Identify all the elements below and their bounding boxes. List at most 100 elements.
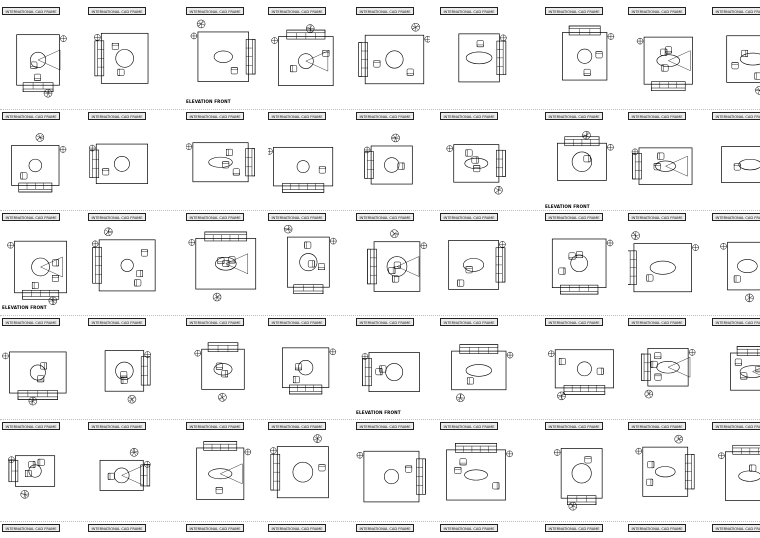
living-room-plan — [562, 25, 615, 81]
living-room-plan — [271, 24, 334, 86]
frame-tag: INTERNATIONAL CAD FRAME — [440, 213, 498, 221]
living-room-plan — [367, 229, 428, 292]
frame-tag: INTERNATIONAL CAD FRAME — [545, 7, 603, 15]
frame-tag: INTERNATIONAL CAD FRAME — [268, 112, 326, 120]
frame-tag: INTERNATIONAL CAD FRAME — [186, 7, 244, 15]
frame-tag: INTERNATIONAL CAD FRAME — [440, 422, 498, 430]
frame-tag: INTERNATIONAL CAD FRAME — [356, 524, 414, 532]
frame-tag: INTERNATIONAL CAD FRAME — [628, 422, 686, 430]
drawing-caption: ELEVATION FRONT — [186, 99, 231, 104]
living-room-plan — [194, 342, 245, 402]
living-room-plan — [186, 142, 255, 183]
frame-tag: INTERNATIONAL CAD FRAME — [2, 112, 60, 120]
frame-tag: INTERNATIONAL CAD FRAME — [356, 318, 414, 326]
living-room-plan — [446, 144, 506, 195]
frame-tag: INTERNATIONAL CAD FRAME — [712, 524, 760, 532]
frame-tag: INTERNATIONAL CAD FRAME — [2, 524, 60, 532]
frame-tag: INTERNATIONAL CAD FRAME — [2, 213, 60, 221]
living-room-plan — [720, 241, 760, 303]
frame-tag: INTERNATIONAL CAD FRAME — [356, 112, 414, 120]
living-room-plan — [196, 441, 252, 500]
frame-tag: INTERNATIONAL CAD FRAME — [186, 112, 244, 120]
frame-tag: INTERNATIONAL CAD FRAME — [356, 7, 414, 15]
living-room-plan — [636, 36, 693, 92]
frame-tag: INTERNATIONAL CAD FRAME — [186, 422, 244, 430]
living-room-plan — [641, 348, 696, 399]
frame-tag: INTERNATIONAL CAD FRAME — [88, 112, 146, 120]
frame-tag: INTERNATIONAL CAD FRAME — [628, 318, 686, 326]
frame-tag: INTERNATIONAL CAD FRAME — [186, 318, 244, 326]
frame-tag: INTERNATIONAL CAD FRAME — [545, 112, 603, 120]
frame-tag: INTERNATIONAL CAD FRAME — [2, 318, 60, 326]
frame-tag: INTERNATIONAL CAD FRAME — [186, 524, 244, 532]
living-room-plan — [458, 33, 507, 83]
frame-tag: INTERNATIONAL CAD FRAME — [440, 112, 498, 120]
frame-tag: INTERNATIONAL CAD FRAME — [88, 524, 146, 532]
living-room-plan — [11, 133, 67, 193]
frame-tag: INTERNATIONAL CAD FRAME — [712, 213, 760, 221]
frame-tag: INTERNATIONAL CAD FRAME — [628, 213, 686, 221]
living-room-plan — [104, 350, 151, 404]
frame-tag: INTERNATIONAL CAD FRAME — [268, 7, 326, 15]
living-room-plan — [8, 455, 56, 499]
frame-tag: INTERNATIONAL CAD FRAME — [712, 422, 760, 430]
frame-tag: INTERNATIONAL CAD FRAME — [2, 7, 60, 15]
row-divider — [0, 521, 760, 522]
drawing-caption: ELEVATION FRONT — [545, 204, 590, 209]
living-room-plan — [94, 32, 149, 84]
frame-tag: INTERNATIONAL CAD FRAME — [545, 213, 603, 221]
living-room-plan — [7, 240, 67, 306]
frame-tag: INTERNATIONAL CAD FRAME — [268, 318, 326, 326]
drawing-caption: ELEVATION FRONT — [356, 410, 401, 415]
frame-tag: INTERNATIONAL CAD FRAME — [88, 7, 146, 15]
frame-tag: INTERNATIONAL CAD FRAME — [712, 7, 760, 15]
frame-tag: INTERNATIONAL CAD FRAME — [186, 213, 244, 221]
living-room-plan — [628, 231, 699, 293]
living-room-plan — [446, 443, 513, 501]
living-room-plan — [190, 19, 256, 82]
living-room-plan — [88, 143, 148, 184]
living-room-plan — [188, 231, 257, 302]
living-room-plan — [553, 448, 603, 511]
row-divider — [0, 109, 760, 110]
living-room-plan — [358, 22, 430, 85]
frame-tag: INTERNATIONAL CAD FRAME — [628, 524, 686, 532]
frame-tag: INTERNATIONAL CAD FRAME — [88, 213, 146, 221]
living-room-plan — [270, 434, 329, 499]
living-room-plan — [356, 450, 426, 503]
frame-tag: INTERNATIONAL CAD FRAME — [545, 524, 603, 532]
frame-tag: INTERNATIONAL CAD FRAME — [356, 422, 414, 430]
living-room-plan — [635, 434, 695, 497]
living-room-plan — [361, 352, 420, 392]
drawing-caption: ELEVATION FRONT — [2, 305, 47, 310]
frame-tag: INTERNATIONAL CAD FRAME — [628, 7, 686, 15]
frame-tag: INTERNATIONAL CAD FRAME — [440, 524, 498, 532]
frame-tag: INTERNATIONAL CAD FRAME — [712, 112, 760, 120]
living-room-plan — [718, 444, 760, 501]
living-room-plan — [451, 344, 514, 403]
frame-tag: INTERNATIONAL CAD FRAME — [628, 112, 686, 120]
frame-tag: INTERNATIONAL CAD FRAME — [268, 422, 326, 430]
living-room-plan — [551, 238, 614, 295]
living-room-plan — [726, 35, 760, 95]
living-room-plan — [631, 147, 693, 185]
frame-tag: INTERNATIONAL CAD FRAME — [268, 213, 326, 221]
living-room-plan — [547, 349, 614, 401]
living-room-plan — [91, 227, 156, 292]
frame-tag: INTERNATIONAL CAD FRAME — [2, 422, 60, 430]
frame-tag: INTERNATIONAL CAD FRAME — [88, 318, 146, 326]
living-room-plan — [730, 346, 760, 391]
frame-tag: INTERNATIONAL CAD FRAME — [440, 7, 498, 15]
living-room-plan — [16, 34, 67, 98]
living-room-plan — [281, 347, 337, 395]
frame-tag: INTERNATIONAL CAD FRAME — [712, 318, 760, 326]
frame-tag: INTERNATIONAL CAD FRAME — [545, 318, 603, 326]
frame-tag: INTERNATIONAL CAD FRAME — [268, 524, 326, 532]
row-divider — [0, 315, 760, 316]
frame-tag: INTERNATIONAL CAD FRAME — [356, 213, 414, 221]
living-room-plan — [99, 448, 151, 491]
living-room-plan — [557, 130, 614, 181]
living-room-plan — [363, 133, 413, 185]
row-divider — [0, 419, 760, 420]
living-room-plan — [721, 146, 760, 183]
